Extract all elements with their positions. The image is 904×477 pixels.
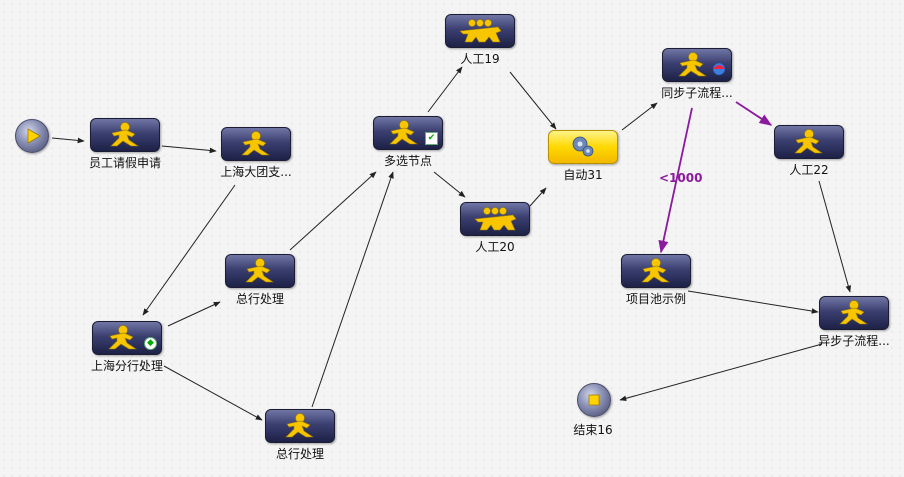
node-manual-20[interactable]: 人工20: [460, 202, 530, 254]
edge-n9-n10[interactable]: [621, 102, 658, 131]
node-async-subprocess[interactable]: 异步子流程...: [818, 296, 890, 348]
edge-n12-n13[interactable]: [687, 290, 819, 314]
edge-n2-n4[interactable]: [142, 184, 236, 316]
gears-icon: [572, 136, 594, 157]
edge-n5-n6[interactable]: [311, 171, 394, 408]
node-auto-31[interactable]: 自动31: [548, 130, 618, 182]
edge-n6-n7[interactable]: [427, 66, 463, 113]
node-sync-subprocess[interactable]: 同步子流程...: [661, 48, 733, 100]
node-manual-22[interactable]: 人工22: [774, 125, 844, 177]
edge-label-condition: <1000: [659, 171, 703, 185]
node-label: 上海分行处理: [90, 359, 163, 373]
person-icon: [641, 258, 670, 283]
edge-n4-n3[interactable]: [167, 301, 221, 327]
node-label: 同步子流程...: [661, 86, 733, 100]
node-label: 异步子流程...: [818, 334, 890, 348]
node-label: 总行处理: [235, 292, 284, 306]
node-employee-leave-request[interactable]: 员工请假申请: [89, 118, 161, 170]
person-icon: [839, 300, 868, 325]
person-icon: [108, 325, 137, 350]
edge-n4-n5[interactable]: [163, 365, 263, 421]
edge-start-n1[interactable]: [51, 137, 85, 144]
node-label: 员工请假申请: [88, 156, 161, 170]
node-label: 人工19: [460, 52, 500, 66]
person-icon: [110, 122, 139, 147]
node-head-office-processing-2[interactable]: 总行处理: [265, 409, 335, 461]
node-shanghai-branch-processing[interactable]: ◆ 上海分行处理: [91, 321, 163, 373]
edge-n13-end[interactable]: [619, 343, 823, 402]
node-label: 多选节点: [383, 154, 432, 168]
edge-n6-n8[interactable]: [433, 171, 466, 198]
gateway-badge-icon: ◆: [144, 337, 157, 350]
edge-n1-n2[interactable]: [161, 145, 217, 154]
person-icon: [794, 129, 823, 154]
edge-n11-n13[interactable]: [818, 180, 852, 293]
play-icon: [27, 128, 41, 144]
node-label: 上海大团支...: [220, 165, 292, 179]
checkbox-badge-icon: ✔: [425, 132, 438, 145]
people-group-icon: [459, 19, 502, 43]
person-icon: [389, 120, 418, 145]
node-manual-19[interactable]: 人工19: [445, 14, 515, 66]
node-multi-select[interactable]: ✔ 多选节点: [373, 116, 443, 168]
edge-n7-n9[interactable]: [509, 71, 557, 130]
node-label: 自动31: [563, 168, 603, 182]
node-label: 人工20: [475, 240, 515, 254]
edge-n10-n12[interactable]: [658, 107, 693, 254]
person-icon: [285, 413, 314, 438]
node-head-office-processing-1[interactable]: 总行处理: [225, 254, 295, 306]
edge-n8-n9[interactable]: [529, 187, 547, 207]
end-node[interactable]: 结束16: [573, 383, 613, 437]
edge-n10-n11[interactable]: [735, 101, 773, 126]
node-shanghai-datuan-branch[interactable]: 上海大团支...: [220, 127, 292, 179]
person-icon: [245, 258, 274, 283]
node-label: 总行处理: [275, 447, 324, 461]
node-label: 结束16: [573, 423, 613, 437]
edge-n3-n6[interactable]: [289, 171, 377, 251]
node-label: 项目池示例: [625, 292, 686, 306]
node-label: 人工22: [789, 163, 829, 177]
people-group-icon: [474, 207, 517, 231]
person-subprocess-icon: [678, 52, 726, 77]
start-node[interactable]: [15, 119, 49, 153]
person-icon: [241, 131, 270, 156]
node-project-pool-example[interactable]: 项目池示例: [621, 254, 691, 306]
stop-icon: [588, 394, 600, 406]
